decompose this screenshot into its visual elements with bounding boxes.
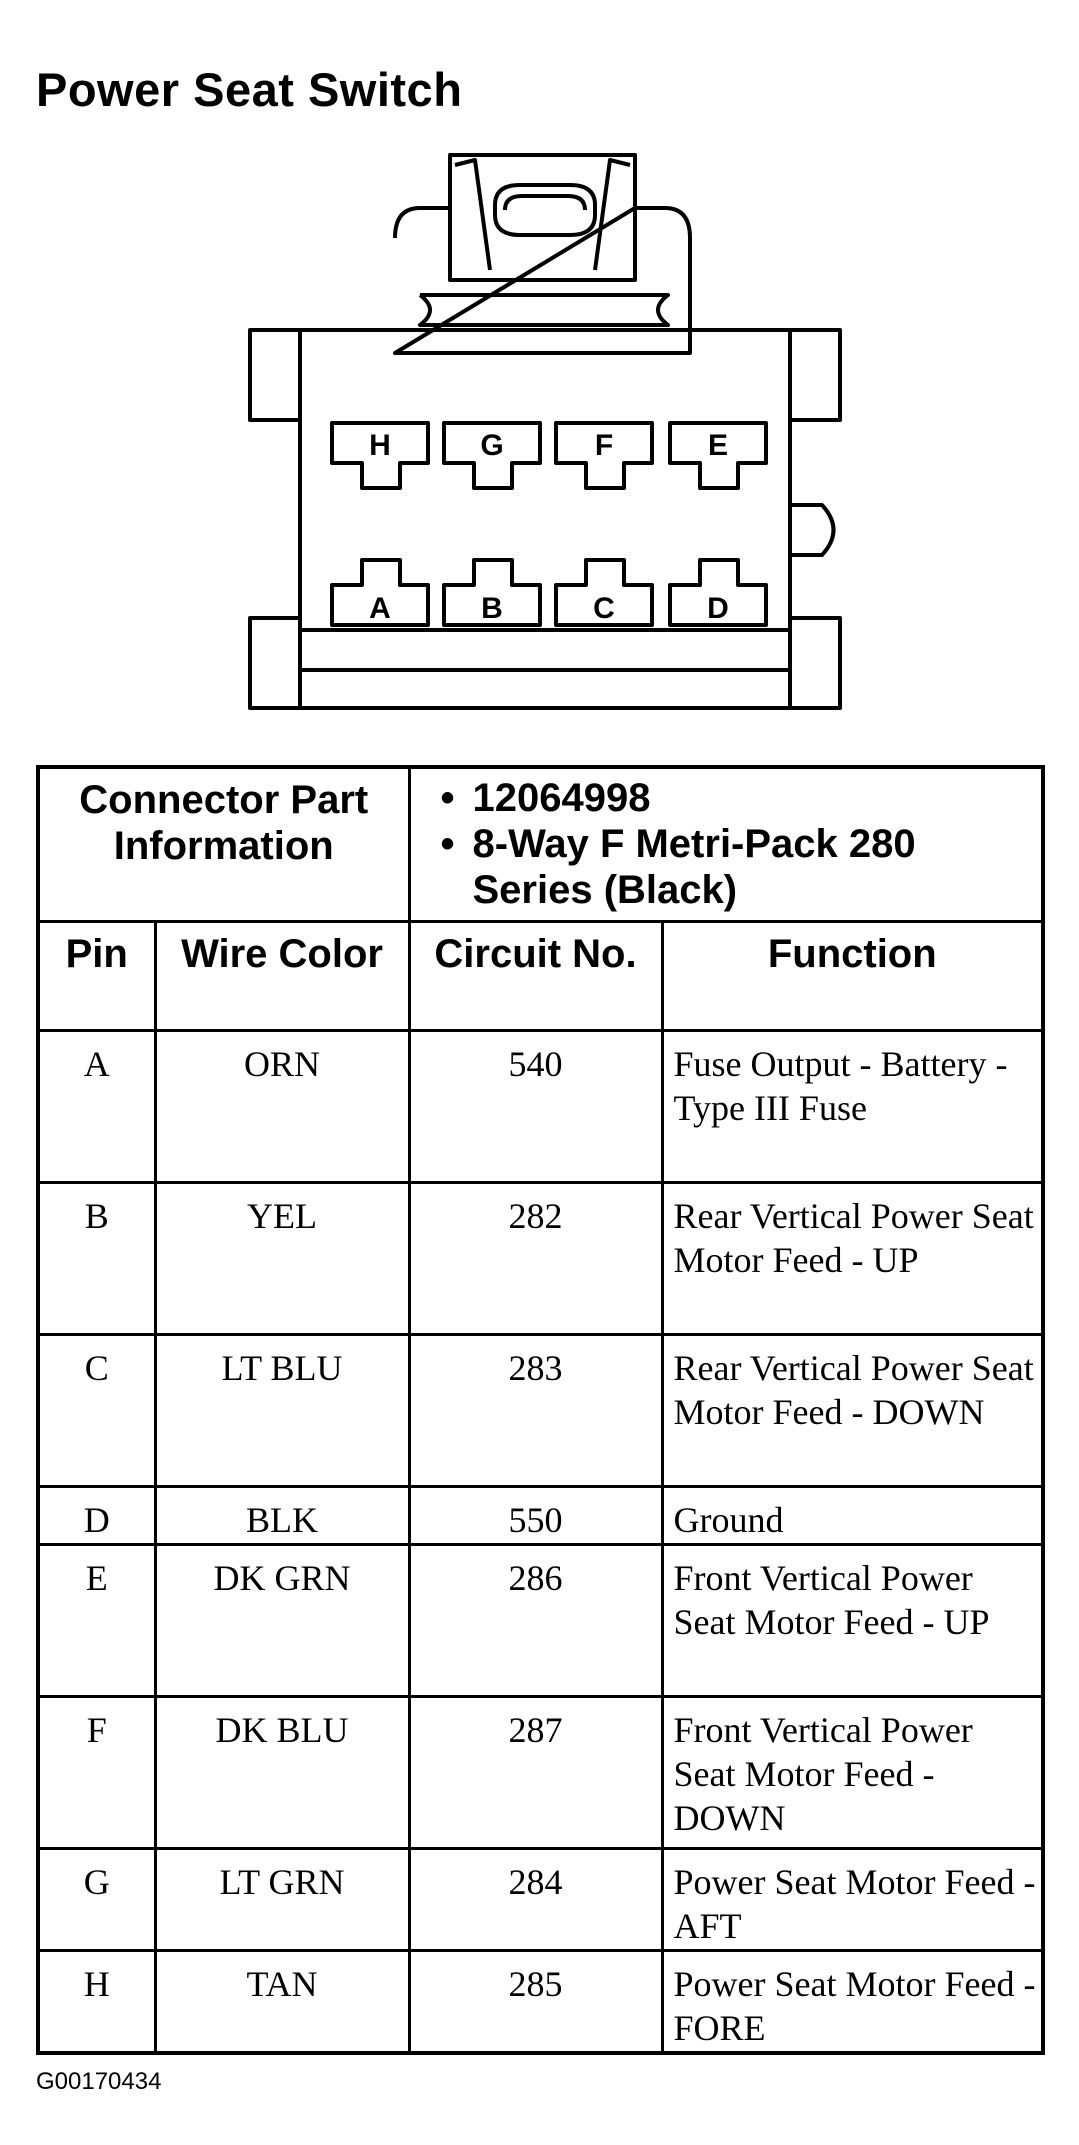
latch-tab (448, 153, 637, 282)
pin-label-C: C (593, 592, 615, 625)
cavity-A (330, 558, 430, 627)
pin-label-B: B (481, 592, 503, 625)
left-ear-bottom (248, 616, 302, 710)
pin-cell: D (36, 1484, 157, 1547)
cavity-E (668, 421, 768, 490)
latch-slot (493, 183, 597, 237)
color-cell: BLK (153, 1484, 411, 1547)
color-cell: DK BLU (153, 1694, 411, 1850)
top-cavities (330, 421, 768, 490)
cavity-G (442, 421, 542, 490)
pin-cell: F (36, 1694, 157, 1850)
latch-slot-inner (503, 194, 587, 211)
function-cell: Power Seat Motor Feed - AFT (660, 1846, 1045, 1952)
pin-cell: C (36, 1332, 157, 1488)
pin-label-E: E (708, 429, 728, 462)
header-row: Pin Wire Color Circuit No. Function (36, 920, 1045, 1033)
info-row: Connector Part Information 12064998 8-Wa… (36, 765, 1045, 924)
upper-housing (393, 206, 692, 355)
color-cell: DK GRN (153, 1543, 411, 1698)
header-function: Function (660, 920, 1045, 1033)
color-cell: ORN (153, 1029, 411, 1185)
table-row: B YEL 282 Rear Vertical Power Seat Motor… (36, 1181, 1045, 1336)
latch-ramp (454, 158, 631, 271)
info-label: Connector Part Information (36, 765, 411, 924)
pin-cell: A (36, 1029, 157, 1185)
function-cell: Fuse Output - Battery - Type III Fuse (660, 1029, 1045, 1185)
color-cell: YEL (153, 1181, 411, 1336)
pin-cell: B (36, 1181, 157, 1336)
table-row: C LT BLU 283 Rear Vertical Power Seat Mo… (36, 1332, 1045, 1488)
latch-clip (418, 293, 670, 327)
cavity-C (554, 558, 654, 627)
pin-label-F: F (595, 429, 613, 462)
function-cell: Rear Vertical Power Seat Motor Feed - UP (660, 1181, 1045, 1336)
table-row: D BLK 550 Ground (36, 1484, 1045, 1547)
page-title: Power Seat Switch (36, 63, 463, 116)
function-cell: Front Vertical Power Seat Motor Feed - U… (660, 1543, 1045, 1698)
table-row: G LT GRN 284 Power Seat Motor Feed - AFT (36, 1846, 1045, 1952)
housing-base (298, 628, 792, 672)
info-cell: 12064998 8-Way F Metri-Pack 280 Series (… (407, 765, 1045, 924)
pin-label-G: G (480, 429, 503, 462)
function-cell: Power Seat Motor Feed - FORE (660, 1948, 1045, 2055)
circuit-cell: 284 (407, 1846, 664, 1952)
part-description: 8-Way F Metri-Pack 280 Series (Black) (441, 821, 1042, 913)
circuit-cell: 285 (407, 1948, 664, 2055)
pin-label-D: D (707, 592, 729, 625)
cavity-F (554, 421, 654, 490)
circuit-cell: 287 (407, 1694, 664, 1850)
right-ear-bottom (788, 616, 842, 710)
cavity-B (442, 558, 542, 627)
pin-cell: G (36, 1846, 157, 1952)
function-cell: Rear Vertical Power Seat Motor Feed - DO… (660, 1332, 1045, 1488)
function-cell: Ground (660, 1484, 1045, 1547)
circuit-cell: 283 (407, 1332, 664, 1488)
circuit-cell: 540 (407, 1029, 664, 1185)
circuit-cell: 286 (407, 1543, 664, 1698)
circuit-cell: 282 (407, 1181, 664, 1336)
table-row: A ORN 540 Fuse Output - Battery - Type I… (36, 1029, 1045, 1185)
figure-id: G00170434 (36, 2068, 162, 2095)
color-cell: TAN (153, 1948, 411, 2055)
cavity-D (668, 558, 768, 627)
part-number: 12064998 (441, 775, 1042, 821)
bottom-cavities (330, 558, 768, 627)
pin-cell: E (36, 1543, 157, 1698)
cavity-H (330, 421, 430, 490)
pin-label-A: A (369, 592, 391, 625)
right-ear-top (788, 328, 842, 422)
left-ear-top (248, 328, 302, 422)
table-row: E DK GRN 286 Front Vertical Power Seat M… (36, 1543, 1045, 1698)
table-row: H TAN 285 Power Seat Motor Feed - FORE (36, 1948, 1045, 2055)
function-cell: Front Vertical Power Seat Motor Feed - D… (660, 1694, 1045, 1850)
header-wire-color: Wire Color (153, 920, 411, 1033)
circuit-cell: 550 (407, 1484, 664, 1547)
header-pin: Pin (36, 920, 157, 1033)
pin-label-H: H (369, 429, 391, 462)
color-cell: LT BLU (153, 1332, 411, 1488)
header-circuit: Circuit No. (407, 920, 664, 1033)
connector-diagram: H G F E A B C D (248, 153, 842, 710)
connector-table: Connector Part Information 12064998 8-Wa… (36, 765, 1046, 2055)
main-housing (298, 328, 792, 632)
pin-cell: H (36, 1948, 157, 2055)
table-row: F DK BLU 287 Front Vertical Power Seat M… (36, 1694, 1045, 1850)
color-cell: LT GRN (153, 1846, 411, 1952)
keying-notch (790, 503, 836, 557)
